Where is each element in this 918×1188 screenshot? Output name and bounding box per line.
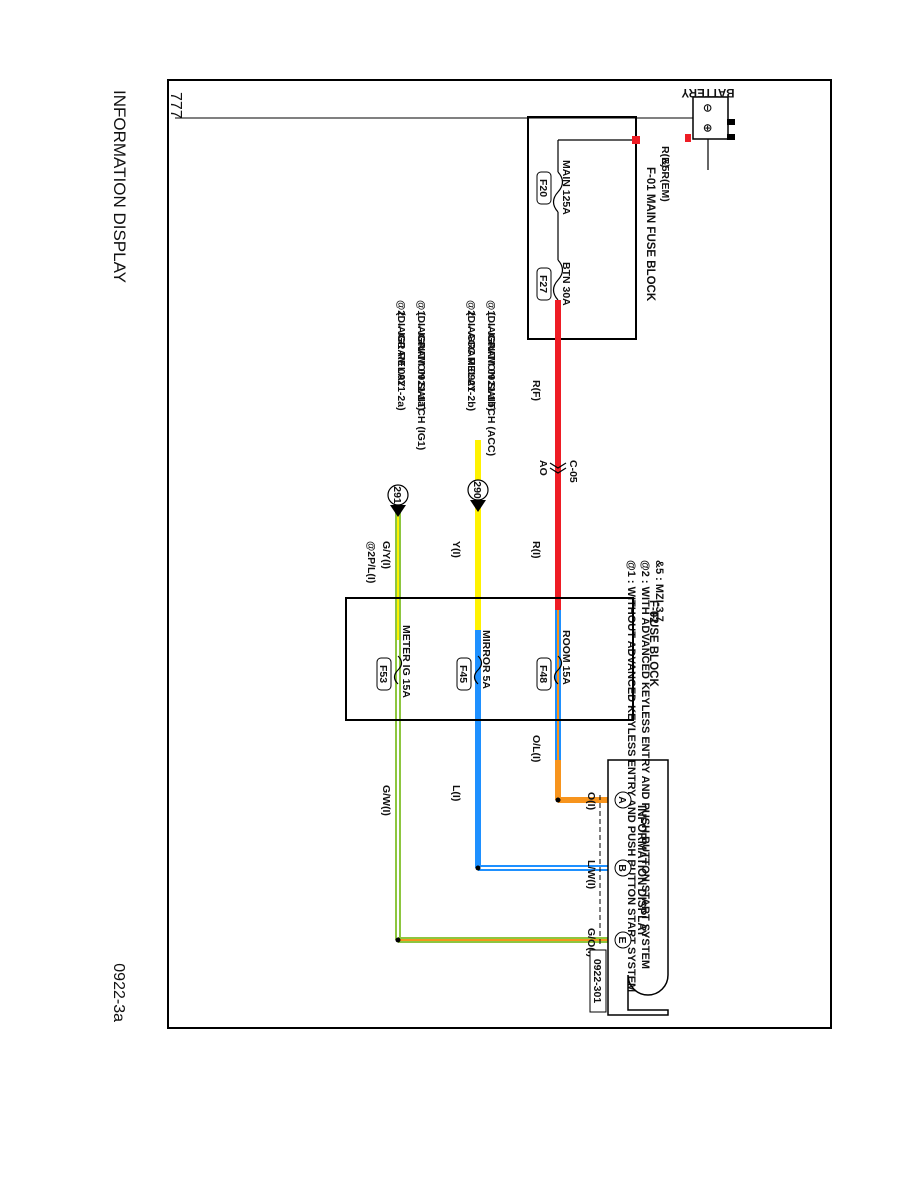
wire-label-gyi: G/Y(I) [380,541,392,569]
battery-neg-terminal [727,119,735,125]
wire-label-li: L(I) [450,785,462,801]
wire-joint-e [395,937,401,943]
main-fuse-block-box [527,116,637,340]
ref-ig-1-diagram: (DIAGRAM 0921-1a) [415,312,427,411]
junction-291: 291 [387,484,409,517]
battery-box [692,96,729,140]
fuse-main-code: F20 [537,179,549,197]
fuse-main-code-tag [536,171,552,205]
junction-290-label: 290 [471,481,483,499]
fuse-mirror-label: MIRROR 5A [480,630,492,689]
fuse-mirror-code: F45 [457,665,469,683]
information-display-unit: INFORMATION DISPLAY A B E 0922-301 [589,759,669,1016]
fuse-btn-code: F27 [537,275,549,293]
battery-feed-marker [685,134,691,142]
fuse-room-code: F48 [537,665,549,683]
main-fuse-block-title: F-01 MAIN FUSE BLOCK [644,167,656,302]
battery: BATTERY ⊖ ⊕ [681,86,735,140]
fuse-room-label: ROOM 15A [560,630,572,685]
note-2: @2 : WITH ADVANCED KEYLESS ENTRY AND PUS… [639,560,651,969]
battery-pos-icon: ⊕ [701,123,713,133]
main-fuse-block: F-01 MAIN FUSE BLOCK MAIN 125A F20 BTN 3… [527,116,656,340]
ref-acc-1-diagram: (DIAGRAM 0921-1b) [485,312,497,411]
page-title: INFORMATION DISPLAY [110,90,129,283]
display-pin-b-label: B [616,864,628,872]
fuse-mirror-symbol [473,655,483,685]
wires [395,300,608,943]
battery-label: BATTERY [681,86,734,98]
wire-label-yi: Y(I) [450,541,462,558]
display-housing [607,759,669,1016]
display-pin-a-label: A [616,796,628,804]
wire-joint-a [555,797,561,803]
connector-c05-symbol [549,462,567,474]
display-pin-e [614,931,632,949]
diagram-border [167,79,832,1029]
fuse-main-symbol [552,171,564,213]
fuse-meter-code: F53 [377,665,389,683]
fuse-meter-label: METER IG 15A [400,625,412,698]
ref-acc-2: @2 → ACC RELAY [465,300,477,392]
wire-label-lwi: L/W(I) [585,860,597,889]
battery-wire-2: &5R(EM) [659,158,671,202]
connector-c05-pin: AO [537,460,549,476]
display-connector-code: 0922-301 [591,959,603,1004]
ref-ig-2-diagram: (DIAGRAM 0921-2a) [395,312,407,411]
fuse-block-f02-box [345,597,634,721]
connector-c05: C-05 AO [537,460,579,483]
ref-acc-1: @1 → IGNITION SWITCH (ACC) [485,300,497,456]
display-pin-e-label: E [616,936,628,943]
fuse-mirror-code-tag [456,657,472,691]
page-mark: 777 [167,92,184,119]
battery-neg-icon: ⊖ [701,103,713,113]
fuse-room-symbol [553,655,563,685]
fuse-btn-label: BTN 30A [560,262,572,306]
junction-290: 290 [467,479,489,512]
fuse-btn-code-tag [536,267,552,301]
fuse-block-title-1: F-02 [647,600,659,624]
wire-joint-b [475,865,481,871]
fuse-btn-symbol [552,259,564,301]
fuse-block-f02: F-02 FUSE BLOCK ROOM 15A F48 MIRROR 5A F… [345,597,659,721]
display-label: INFORMATION DISPLAY [635,805,647,938]
junction-291-label: 291 [391,486,403,504]
main-fuse-entry-marker [632,136,640,144]
battery-wire-1: R(E) [659,146,671,168]
junction-290-arrow [470,500,486,512]
fuse-room-code-tag [536,657,552,691]
ref-ig-2: @2 → IG1 RELAY [395,300,407,387]
wire-label-oi: O(I) [585,792,597,810]
display-pin-a [614,791,632,809]
wire-label-gyi-alt: @2P/L(I) [365,541,377,583]
display-connector-tag [589,949,607,1013]
note-3: &5 : MZI-3.7 [653,560,665,622]
wire-label-gwi: G/W(I) [380,785,392,816]
display-pin-b [614,859,632,877]
connector-c05-id: C-05 [567,460,579,483]
fuse-main-label: MAIN 125A [560,160,572,215]
wire-label-rf: R(F) [530,380,542,401]
ref-ig-1: @1 → IGNITION SWITCH (IG1) [415,300,427,450]
fuse-meter-symbol [393,655,403,685]
page-code: 0922-3a [110,963,127,1022]
ref-acc-2-diagram: (DIAGRAM 0921-2b) [465,312,477,411]
battery-pos-terminal [727,134,735,140]
wire-label-ri: R(I) [530,541,542,559]
wire-label-oli: O/L(I) [530,735,542,762]
fuse-meter-code-tag [376,657,392,691]
junction-291-arrow [390,505,406,517]
fuse-block-title-2: FUSE BLOCK [647,612,659,687]
